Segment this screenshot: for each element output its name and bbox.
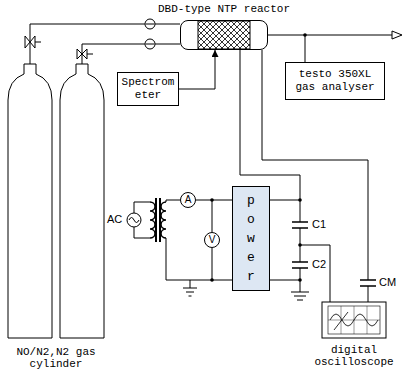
junction-dot — [298, 198, 302, 202]
connector — [179, 50, 215, 89]
gas-cylinder — [8, 64, 52, 338]
analyser-box: testo 350XL gas analyser — [285, 62, 385, 100]
gas-pipe — [30, 24, 108, 64]
ammeter-circle: A — [180, 192, 196, 208]
junction-dot — [298, 243, 302, 247]
capacitor-label: CM — [379, 276, 396, 289]
node-text: A — [181, 193, 195, 207]
screen-grid — [328, 306, 380, 334]
spectrometer-box: Spectrom eter — [117, 72, 179, 106]
waveform — [330, 314, 378, 326]
power-supply-box: power — [232, 186, 270, 291]
ground-symbol — [183, 280, 197, 296]
ac-symbol — [129, 218, 139, 223]
capacitor-symbol — [292, 262, 308, 268]
node-text: V — [205, 233, 219, 247]
wire — [134, 202, 150, 238]
flow-meter-mark — [146, 24, 154, 44]
source-label: AC — [107, 213, 122, 226]
wire — [270, 200, 300, 280]
ground-symbol — [291, 292, 309, 300]
node-text: power — [245, 191, 258, 286]
discharge-zone — [198, 21, 250, 49]
junction-dot — [303, 33, 307, 37]
valve-symbol — [77, 49, 87, 59]
transformer-core — [156, 198, 160, 242]
connector — [196, 200, 232, 201]
voltmeter-circle: V — [204, 232, 220, 248]
outlet-arrow — [392, 31, 402, 39]
ac-source — [127, 213, 141, 227]
capacitor-label: C2 — [312, 258, 326, 271]
transformer-coil — [150, 202, 155, 238]
capacitor-symbol — [360, 280, 376, 286]
junction-dot — [210, 278, 214, 282]
connector — [108, 44, 180, 45]
node-text: testo 350XL gas analyser — [289, 68, 381, 94]
node-text: DBD-type NTP reactor — [158, 3, 290, 16]
oscilloscope-screen — [322, 302, 386, 338]
screen-grid — [328, 306, 380, 334]
junction-dot — [298, 278, 302, 282]
probe-wire — [300, 245, 330, 302]
gas-cylinder — [60, 64, 104, 338]
connector — [268, 35, 305, 62]
junction-dot — [210, 198, 214, 202]
connector — [108, 24, 180, 25]
gas-cylinder: NO/N2,N2 gas cylinder — [4, 4, 108, 372]
capacitor-label: C1 — [312, 218, 326, 231]
node-text: NO/N2,N2 gas cylinder — [4, 346, 108, 370]
waveform — [334, 312, 348, 330]
oscilloscope: digital oscilloscope — [312, 300, 396, 368]
capacitor-symbol — [292, 222, 308, 228]
wire — [166, 200, 232, 280]
valve-handle — [35, 42, 93, 54]
node-text: digital oscilloscope — [312, 344, 396, 368]
outlet-line — [305, 35, 392, 36]
reactor-vessel: DBD-type NTP reactor — [180, 20, 268, 50]
valve-symbol — [25, 36, 35, 48]
node-text: Spectrom eter — [120, 76, 176, 102]
wire — [368, 286, 369, 302]
transformer-coil — [161, 202, 166, 238]
